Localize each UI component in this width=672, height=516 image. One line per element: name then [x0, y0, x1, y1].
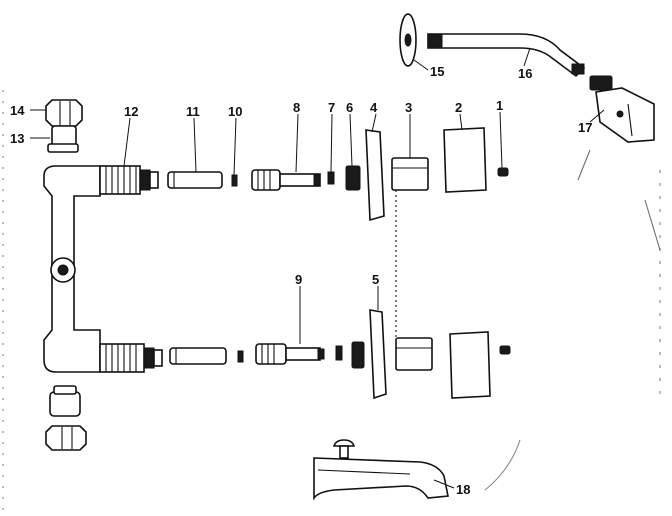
part-15-flange [399, 13, 417, 67]
callout-16: 16 [518, 66, 532, 81]
part-13-cap [47, 125, 79, 153]
lower-cap-and-nut [45, 385, 87, 451]
callout-13: 13 [10, 131, 24, 146]
callout-17: 17 [578, 120, 592, 135]
part-12-valve-body [43, 165, 163, 373]
part-8-stem [251, 169, 321, 191]
callout-18: 18 [456, 482, 470, 497]
part-3-sleeve [391, 157, 433, 371]
part-7-washer [327, 171, 343, 361]
callout-7: 7 [328, 100, 335, 115]
callout-9: 9 [295, 272, 302, 287]
part-5-escutcheon [369, 309, 387, 400]
part-6-bonnet-nut [345, 165, 365, 369]
part-9-stem [255, 343, 325, 365]
part-17-shower-head [589, 75, 655, 143]
callout-8: 8 [293, 100, 300, 115]
callout-3: 3 [405, 100, 412, 115]
part-11-seat-tube-lower [169, 347, 227, 365]
edge-marks [2, 90, 661, 510]
callout-5: 5 [372, 272, 379, 287]
part-10-spring [231, 174, 244, 363]
callout-15: 15 [430, 64, 444, 79]
part-2-handle [443, 127, 491, 399]
callout-2: 2 [455, 100, 462, 115]
part-4-escutcheon [365, 129, 385, 222]
callout-11: 11 [186, 104, 200, 119]
callout-10: 10 [228, 104, 242, 119]
part-16-shower-arm [427, 33, 586, 78]
leader-lines [30, 47, 605, 489]
part-1-screw [497, 167, 511, 355]
callout-12: 12 [124, 104, 138, 119]
callout-4: 4 [370, 100, 378, 115]
callout-14: 14 [10, 103, 25, 118]
callout-6: 6 [346, 100, 353, 115]
part-18-tub-spout [313, 439, 449, 501]
part-14-nut [45, 99, 83, 127]
part-11-seat-tube [167, 171, 223, 189]
callout-1: 1 [496, 98, 503, 113]
callouts: 14 13 12 11 10 8 7 6 4 3 2 1 9 5 15 16 1… [10, 64, 592, 497]
